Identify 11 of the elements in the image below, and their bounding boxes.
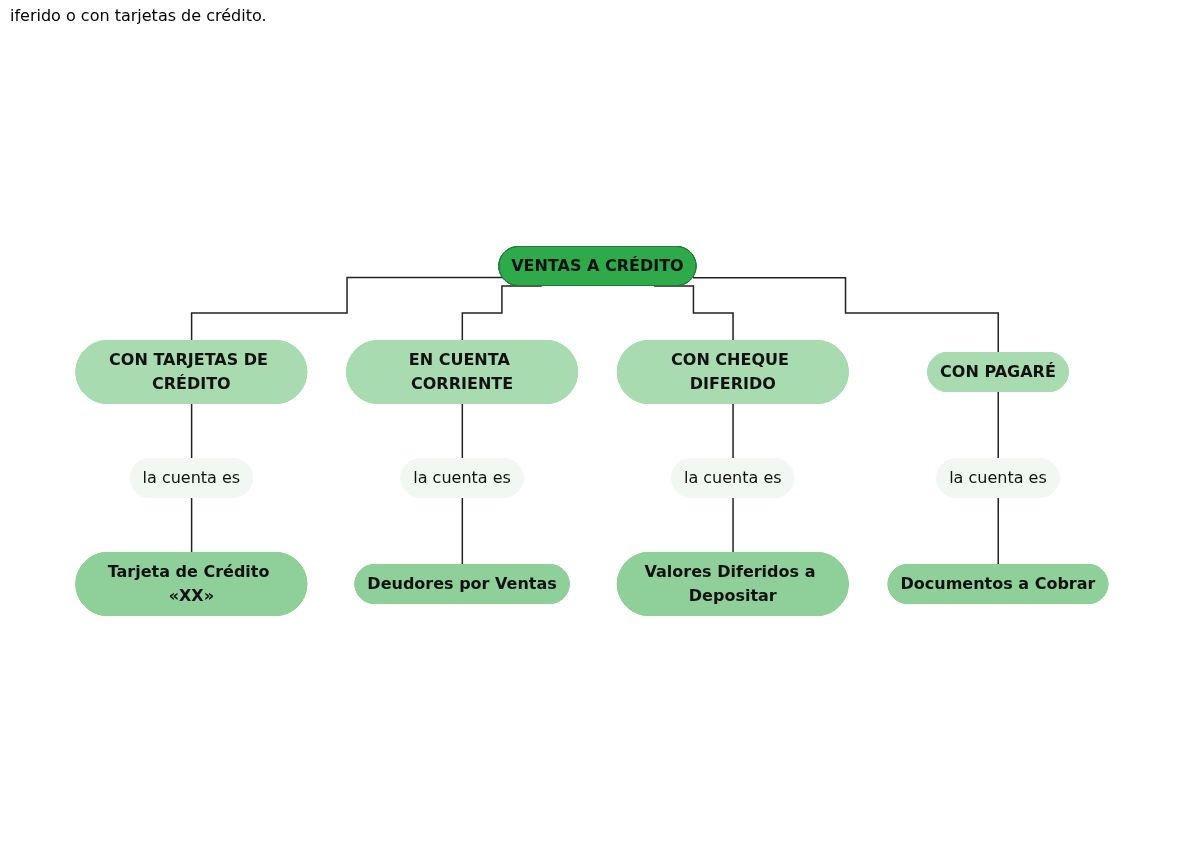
connector [692, 276, 1000, 354]
connector [461, 403, 464, 460]
connector [997, 497, 1000, 566]
connector [732, 497, 735, 554]
connector [190, 497, 193, 554]
connector [461, 497, 464, 566]
connector [997, 391, 1000, 460]
text-fragment: iferido o con tarjetas de crédito. [10, 6, 268, 25]
connector [190, 276, 504, 342]
connector [732, 403, 735, 460]
connector [190, 403, 193, 460]
